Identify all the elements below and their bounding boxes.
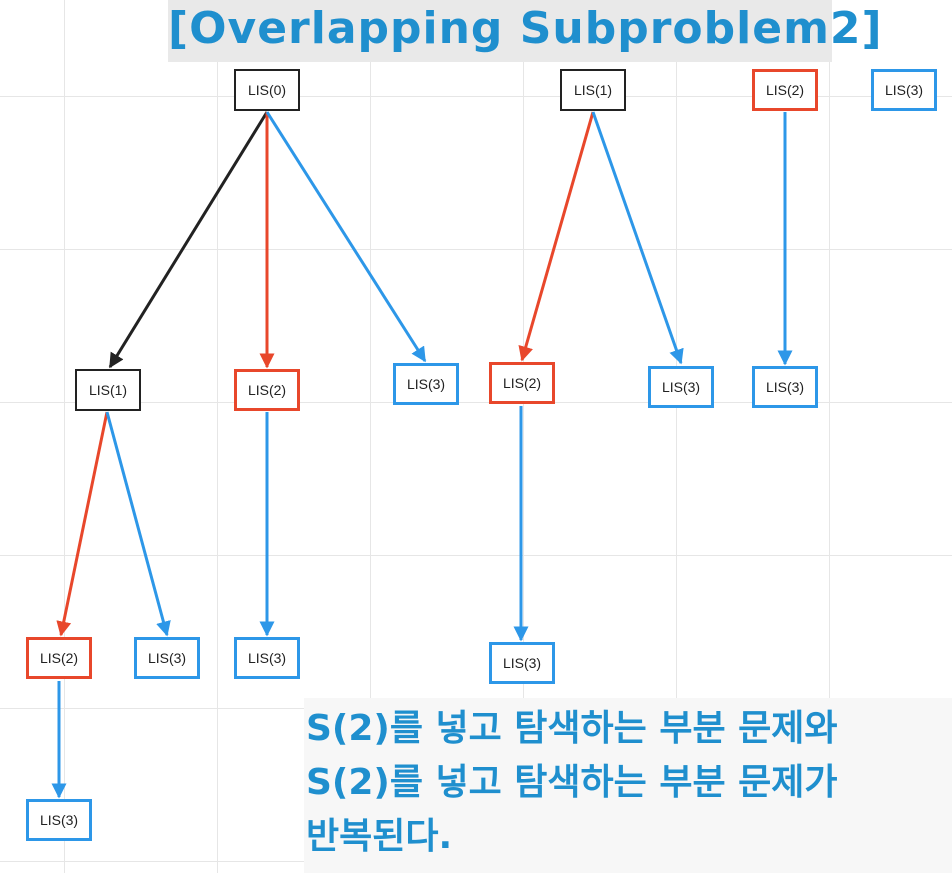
- node-b-lis1: LIS(1): [560, 69, 626, 111]
- node-a-lis1: LIS(1): [75, 369, 141, 411]
- node-a-lis2-mid: LIS(2): [234, 369, 300, 411]
- edge-lis1-lis3: [105, 411, 171, 637]
- node-b-lis2: LIS(2): [489, 362, 555, 404]
- diagram-title: [Overlapping Subproblem2]: [168, 0, 882, 62]
- node-c-lis3: LIS(3): [752, 366, 818, 408]
- node-a-lis2-left: LIS(2): [26, 637, 92, 679]
- node-a-lis3-left-sibling: LIS(3): [134, 637, 200, 679]
- node-a-lis3-mid: LIS(3): [234, 637, 300, 679]
- note-line-1: S(2)를 넣고 탐색하는 부분 문제와: [306, 708, 838, 749]
- explanation-note: S(2)를 넣고 탐색하는 부분 문제와 S(2)를 넣고 탐색하는 부분 문제…: [304, 698, 952, 873]
- note-line-2: S(2)를 넣고 탐색하는 부분 문제가: [306, 762, 838, 803]
- edge-blis1-blis3: [591, 111, 684, 365]
- edge-lis1-lis2: [56, 411, 109, 637]
- note-line-3: 반복된다.: [306, 816, 453, 857]
- node-a-lis3-right: LIS(3): [393, 363, 459, 405]
- node-a-lis0: LIS(0): [234, 69, 300, 111]
- node-b-lis3-right: LIS(3): [648, 366, 714, 408]
- node-a-lis3-left-leaf: LIS(3): [26, 799, 92, 841]
- edge-blis1-blis2: [518, 111, 595, 362]
- node-d-lis3: LIS(3): [871, 69, 937, 111]
- node-b-lis3-leaf: LIS(3): [489, 642, 555, 684]
- node-c-lis2: LIS(2): [752, 69, 818, 111]
- edge-lis0-lis3: [265, 111, 427, 363]
- edge-lis0-lis1: [108, 111, 269, 369]
